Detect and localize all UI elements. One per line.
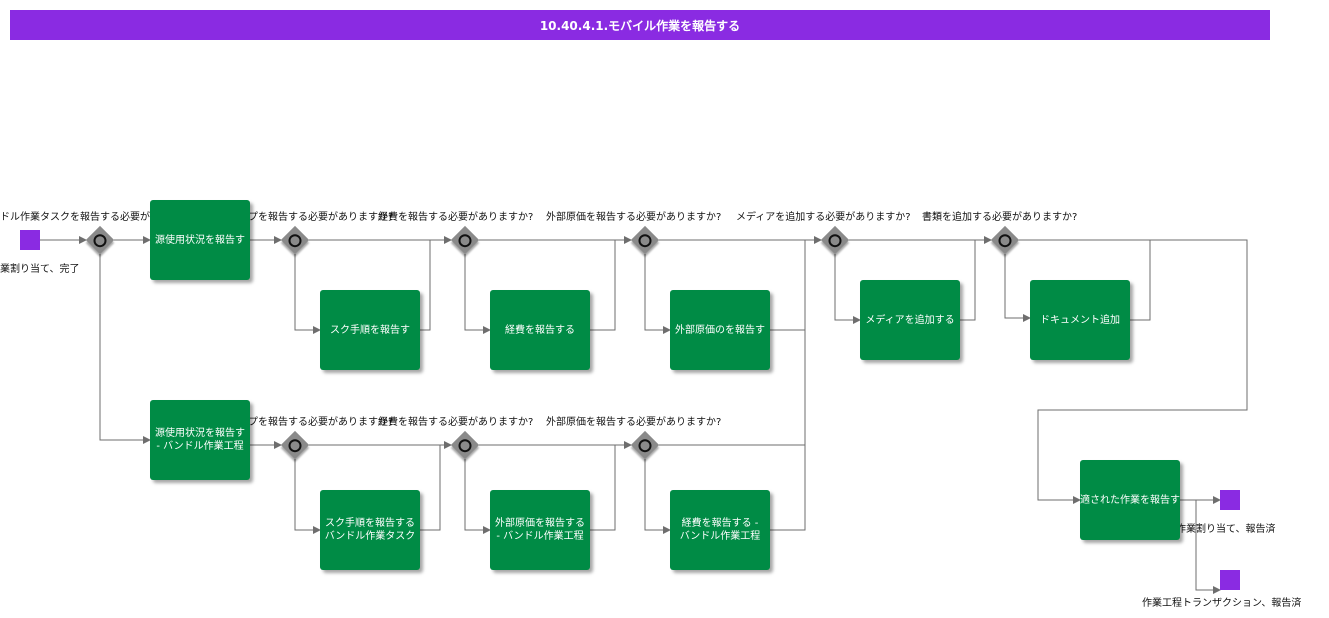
gateway-label: 外部原価を報告する必要がありますか? — [546, 417, 722, 428]
gateway-label: メディアを追加する必要がありますか? — [736, 212, 911, 223]
gateway-label: 経費を報告する必要がありますか? — [378, 212, 534, 223]
gateway-label: ドル作業タスクを報告する必要がありますか? — [0, 212, 206, 223]
task-report-external-cost-bundle[interactable]: 外部原価を報告する - バンドル作業工程 — [490, 490, 590, 570]
task-report-expenses[interactable]: 経費を報告する — [490, 290, 590, 370]
flow — [834, 254, 861, 324]
flow — [770, 445, 806, 531]
flow — [644, 459, 671, 534]
end-event-transaction-reported[interactable] — [1220, 570, 1240, 590]
task-report-completed-work[interactable]: 適された作業を報告す — [1080, 460, 1180, 540]
flow — [294, 254, 321, 334]
gateway-label: タスクのステップを報告する必要がありますか? — [178, 417, 394, 428]
flow — [1019, 239, 1248, 504]
start-event-label: 業割り当て、完了 — [0, 264, 80, 275]
gateway-label: 外部原価を報告する必要がありますか? — [546, 212, 722, 223]
flow — [464, 254, 491, 334]
end-event-assignment-reported[interactable] — [1220, 490, 1240, 510]
gateway-label: タスクのステップを報告する必要がありますか? — [178, 212, 394, 223]
flow — [294, 459, 321, 534]
gateway-label: 書類を追加する必要がありますか? — [922, 212, 1078, 223]
end-event-label: 作業割り当て、報告済 — [1176, 524, 1276, 535]
flow — [590, 240, 616, 331]
flow — [1130, 240, 1151, 321]
flow — [590, 445, 616, 531]
page-title: 10.40.4.1.モバイル作業を報告する — [10, 10, 1270, 40]
task-add-media[interactable]: メディアを追加する — [860, 280, 960, 360]
flow — [770, 240, 806, 331]
flow — [99, 254, 151, 444]
task-report-resource-usage[interactable]: 源使用状況を報告す — [150, 200, 250, 280]
flow — [1195, 500, 1221, 594]
flow — [644, 254, 671, 334]
task-report-external-cost[interactable]: 外部原価のを報告す — [670, 290, 770, 370]
task-report-expenses-bundle[interactable]: 経費を報告する - バンドル作業工程 — [670, 490, 770, 570]
start-event[interactable] — [20, 230, 40, 250]
flow — [1004, 254, 1031, 322]
flow — [960, 240, 976, 321]
task-report-task-steps[interactable]: スク手順を報告す — [320, 290, 420, 370]
task-report-task-steps-bundle[interactable]: スク手順を報告する バンドル作業タスク — [320, 490, 420, 570]
end-event-label: 作業工程トランザクション、報告済 — [1142, 598, 1302, 609]
task-report-resource-usage-bundle[interactable]: 源使用状況を報告す - バンドル作業工程 — [150, 400, 250, 480]
task-add-document[interactable]: ドキュメント追加 — [1030, 280, 1130, 360]
flow — [464, 459, 491, 534]
gateway-label: 経費を報告する必要がありますか? — [378, 417, 534, 428]
flow — [420, 445, 441, 531]
flow — [420, 240, 431, 331]
